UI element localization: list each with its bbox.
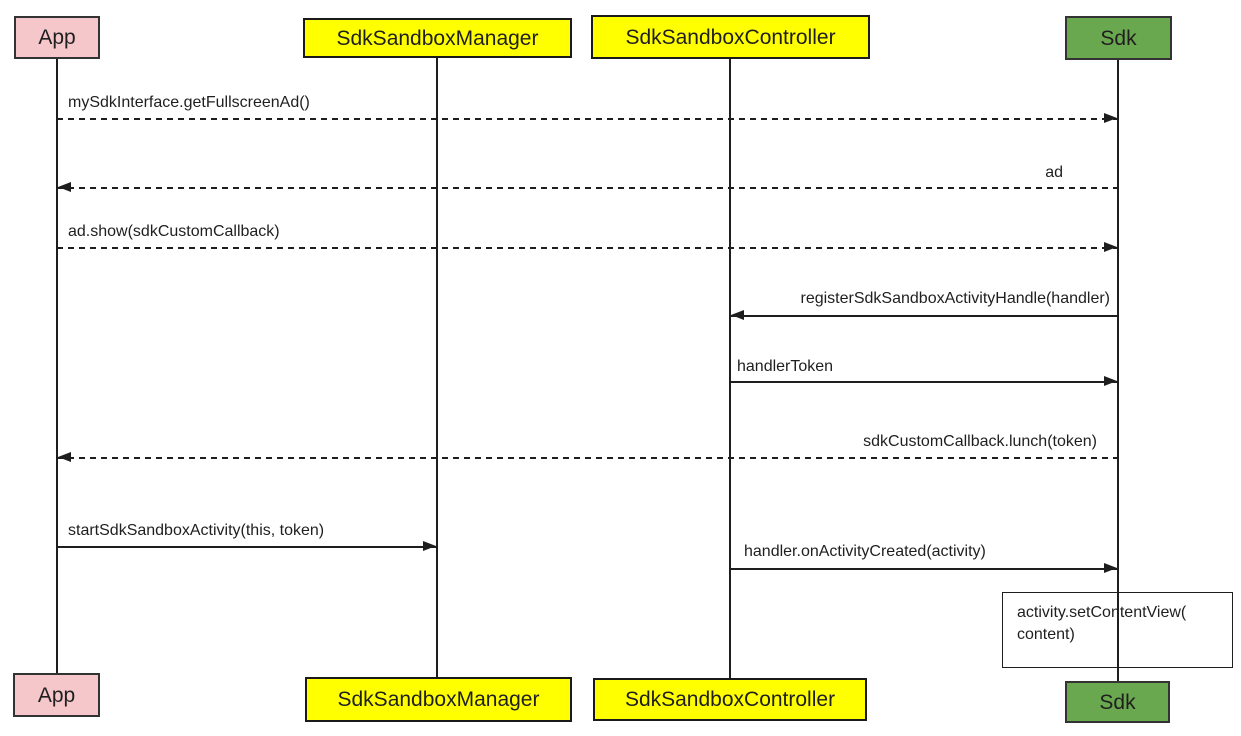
lifeline-sdk_sandbox_controller xyxy=(729,59,731,678)
actor-label-sdk: Sdk xyxy=(1099,690,1136,714)
message-line-6 xyxy=(57,457,1118,459)
message-label-2: ad xyxy=(1045,164,1063,181)
message-arrowhead-7 xyxy=(423,541,436,551)
actor-label-sdk_sandbox_manager: SdkSandboxManager xyxy=(337,688,540,711)
actor-label-app: App xyxy=(38,26,76,49)
message-label-4: registerSdkSandboxActivityHandle(handler… xyxy=(800,290,1111,307)
lifeline-sdk_sandbox_manager xyxy=(436,58,438,677)
actor-top-box-app: App xyxy=(14,16,100,59)
message-line-7 xyxy=(57,546,437,548)
actor-label-sdk_sandbox_controller: SdkSandboxController xyxy=(624,688,836,711)
message-line-8 xyxy=(730,568,1118,570)
actor-bot-box-sdk_sandbox_controller: SdkSandboxController xyxy=(593,678,867,721)
actor-top-box-sdk_sandbox_controller: SdkSandboxController xyxy=(591,15,870,59)
message-label-7: startSdkSandboxActivity(this, token) xyxy=(68,522,325,539)
message-arrowhead-6 xyxy=(58,452,71,462)
message-line-5 xyxy=(730,381,1118,383)
message-arrowhead-8 xyxy=(1104,563,1117,573)
message-arrowhead-4 xyxy=(731,310,744,320)
message-label-3: ad.show(sdkCustomCallback) xyxy=(68,223,280,240)
lifeline-app xyxy=(56,59,58,673)
message-line-3 xyxy=(57,247,1118,249)
actor-bot-box-sdk: Sdk xyxy=(1065,681,1170,723)
message-line-2 xyxy=(57,187,1118,189)
message-arrowhead-5 xyxy=(1104,376,1117,386)
lifeline-sdk xyxy=(1117,60,1119,681)
actor-top-box-sdk_sandbox_manager: SdkSandboxManager xyxy=(303,18,572,58)
actor-label-sdk_sandbox_controller: SdkSandboxController xyxy=(625,25,836,49)
message-arrowhead-1 xyxy=(1104,113,1117,123)
message-arrowhead-2 xyxy=(58,182,71,192)
message-label-1: mySdkInterface.getFullscreenAd() xyxy=(68,94,310,111)
message-line-4 xyxy=(730,315,1118,317)
actor-label-app: App xyxy=(37,683,76,707)
message-label-6: sdkCustomCallback.lunch(token) xyxy=(863,433,1097,450)
actor-label-sdk: Sdk xyxy=(1100,26,1137,50)
message-label-5: handlerToken xyxy=(737,358,834,375)
activity-note-text: activity.setContentView( content) xyxy=(1017,604,1187,643)
actor-bot-box-app: App xyxy=(13,673,100,717)
message-arrowhead-3 xyxy=(1104,242,1117,252)
message-label-8: handler.onActivityCreated(activity) xyxy=(744,543,986,560)
actor-top-box-sdk: Sdk xyxy=(1065,16,1172,60)
actor-bot-box-sdk_sandbox_manager: SdkSandboxManager xyxy=(305,677,572,722)
actor-label-sdk_sandbox_manager: SdkSandboxManager xyxy=(336,26,539,50)
message-line-1 xyxy=(57,118,1118,120)
